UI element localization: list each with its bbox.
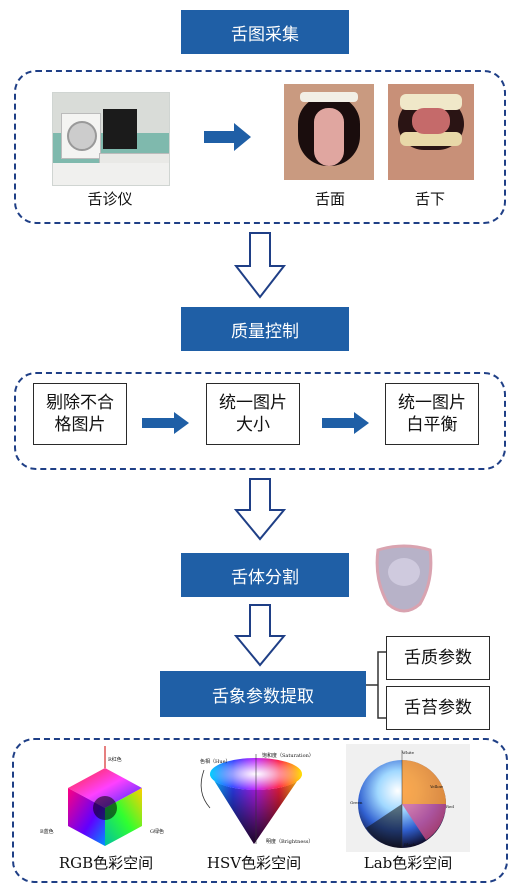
tongue-surface-image bbox=[284, 84, 374, 180]
lab-caption: Lab色彩空间 bbox=[363, 854, 453, 872]
rgb-color-cube bbox=[68, 746, 142, 846]
box3-line2: 白平衡 bbox=[406, 415, 458, 435]
tongue-coating-param-box: 舌苔参数 bbox=[386, 686, 490, 730]
tongue-underside-caption: 舌下 bbox=[414, 190, 445, 208]
stage4-title: 舌象参数提取 bbox=[160, 671, 366, 717]
rgb-axis-label-r: R红色 bbox=[108, 757, 122, 763]
lab-green-label: Green bbox=[350, 800, 363, 805]
tongue-surface-caption: 舌面 bbox=[314, 190, 345, 208]
hsv-hue-label: 色相（Hue） bbox=[200, 759, 231, 765]
acquisition-panel bbox=[14, 70, 506, 224]
down-arrow-icon bbox=[233, 232, 287, 299]
rgb-axis-label-g: G绿色 bbox=[150, 829, 164, 835]
lab-black-label: Black bbox=[404, 842, 416, 847]
lab-yellow-label: Yellow bbox=[430, 784, 444, 789]
stage3-title: 舌体分割 bbox=[181, 553, 349, 597]
rgb-axis-label-b: B蓝色 bbox=[40, 829, 54, 835]
arrow-right-icon bbox=[204, 123, 251, 151]
reject-unqualified-box: 剔除不合 格图片 bbox=[33, 383, 127, 445]
arrow-right-icon bbox=[142, 412, 189, 434]
device-caption: 舌诊仪 bbox=[87, 190, 133, 208]
hsv-saturation-label: 饱和度（Saturation） bbox=[262, 753, 314, 759]
lab-white-label: White bbox=[402, 750, 414, 755]
box2-line1: 统一图片 bbox=[219, 393, 287, 413]
segmented-tongue-image bbox=[375, 544, 433, 613]
hsv-color-cone bbox=[200, 754, 302, 844]
lab-sphere bbox=[358, 750, 446, 848]
box1-line2: 格图片 bbox=[54, 415, 106, 435]
arrow-right-icon bbox=[322, 412, 369, 434]
unify-size-box: 统一图片 大小 bbox=[206, 383, 300, 445]
hsv-value-label: 明度（Brightness） bbox=[266, 839, 314, 845]
bracket-connector bbox=[366, 651, 388, 719]
tongue-quality-param-box: 舌质参数 bbox=[386, 636, 490, 680]
box1-line1: 剔除不合 bbox=[46, 393, 114, 413]
rgb-caption: RGB色彩空间 bbox=[58, 854, 154, 872]
box2-line2: 大小 bbox=[236, 415, 270, 435]
down-arrow-icon bbox=[233, 604, 287, 667]
tongue-underside-image bbox=[388, 84, 474, 180]
stage1-title: 舌图采集 bbox=[181, 10, 349, 54]
unify-white-balance-box: 统一图片 白平衡 bbox=[385, 383, 479, 445]
quality-control-panel bbox=[14, 372, 506, 470]
box3-line1: 统一图片 bbox=[398, 393, 466, 413]
hsv-caption: HSV色彩空间 bbox=[206, 854, 302, 872]
tongue-diagnosis-device-image bbox=[52, 92, 170, 186]
lab-color-sphere-image: White Yellow Red Green Black bbox=[346, 744, 470, 852]
lab-red-label: Red bbox=[446, 804, 454, 809]
down-arrow-icon bbox=[233, 478, 287, 541]
color-space-panel bbox=[12, 738, 508, 883]
stage2-title: 质量控制 bbox=[181, 307, 349, 351]
